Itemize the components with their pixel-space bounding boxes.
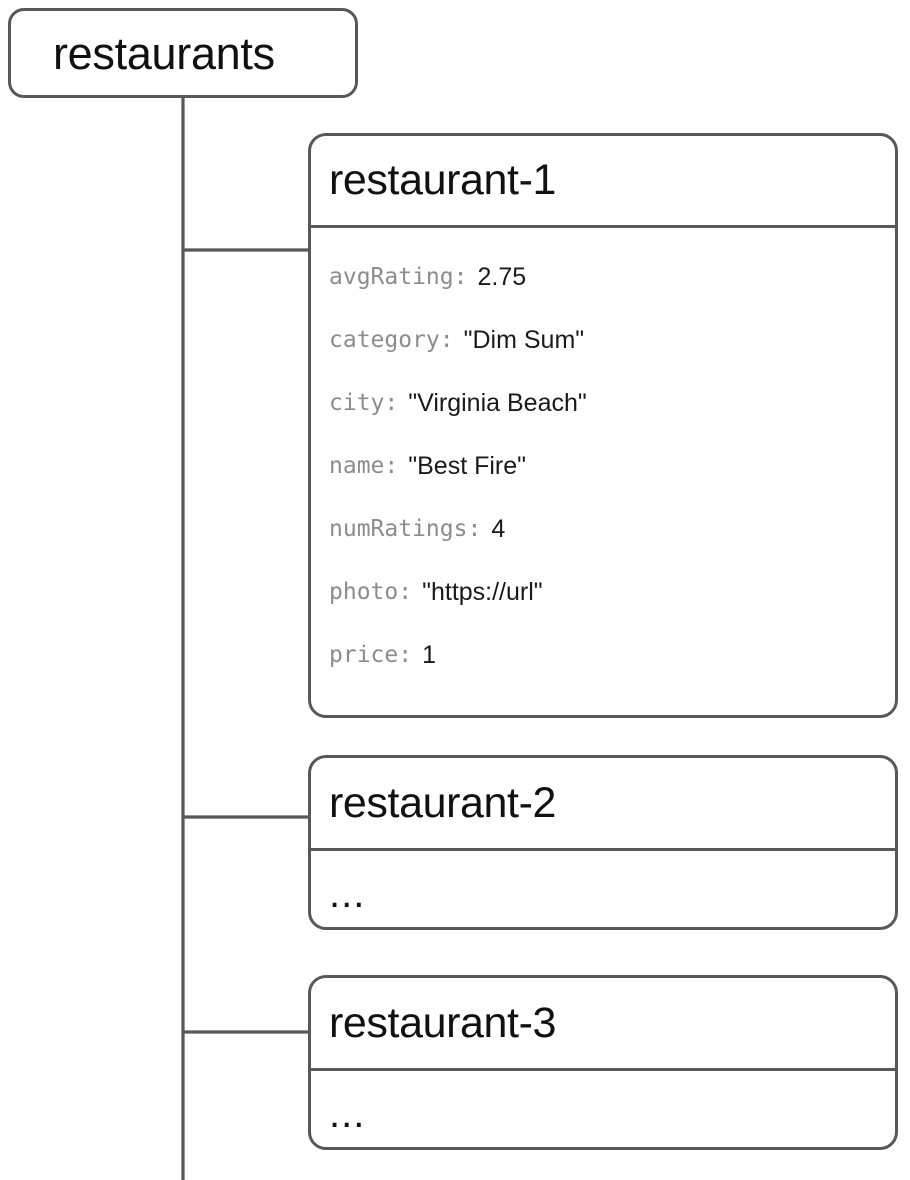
entity-card-restaurant-1[interactable]: restaurant-1 avgRating: 2.75 category: "… (308, 133, 898, 718)
field-value: 4 (491, 515, 506, 543)
entity-card-fields: ... (311, 1071, 895, 1147)
field-value: "Dim Sum" (463, 326, 585, 354)
field-row: price: 1 (329, 624, 877, 687)
collapsed-fields-ellipsis: ... (329, 872, 366, 916)
field-row: city: "Virginia Beach" (329, 372, 877, 435)
field-value: "Best Fire" (408, 452, 527, 480)
collapsed-fields-ellipsis: ... (329, 1092, 366, 1136)
field-row: category: "Dim Sum" (329, 309, 877, 372)
field-value: 2.75 (477, 263, 527, 291)
entity-card-title: restaurant-1 (329, 156, 557, 204)
field-key: numRatings: (329, 516, 482, 542)
entity-card-restaurant-2[interactable]: restaurant-2 ... (308, 755, 898, 930)
field-row: photo: "https://url" (329, 561, 877, 624)
entity-card-title: restaurant-2 (329, 778, 557, 827)
entity-card-title: restaurant-3 (329, 998, 557, 1047)
field-row: numRatings: 4 (329, 498, 877, 561)
field-value: "Virginia Beach" (408, 389, 587, 417)
field-key: name: (329, 453, 399, 479)
field-key: photo: (329, 579, 413, 605)
entity-card-header: restaurant-3 (311, 978, 895, 1071)
field-row: avgRating: 2.75 (329, 246, 877, 309)
entity-card-header: restaurant-2 (311, 758, 895, 851)
entity-card-restaurant-3[interactable]: restaurant-3 ... (308, 975, 898, 1150)
root-node-label: restaurants (53, 27, 275, 79)
field-value: 1 (422, 641, 436, 669)
field-key: avgRating: (329, 264, 468, 290)
field-key: category: (329, 327, 454, 353)
entity-card-fields: ... (311, 851, 895, 927)
field-key: city: (329, 390, 399, 416)
field-row: name: "Best Fire" (329, 435, 877, 498)
field-key: price: (329, 642, 413, 668)
field-value: "https://url" (422, 578, 543, 606)
root-node-restaurants[interactable]: restaurants (8, 8, 358, 98)
entity-card-header: restaurant-1 (311, 136, 895, 228)
entity-card-fields: avgRating: 2.75 category: "Dim Sum" city… (311, 228, 895, 715)
